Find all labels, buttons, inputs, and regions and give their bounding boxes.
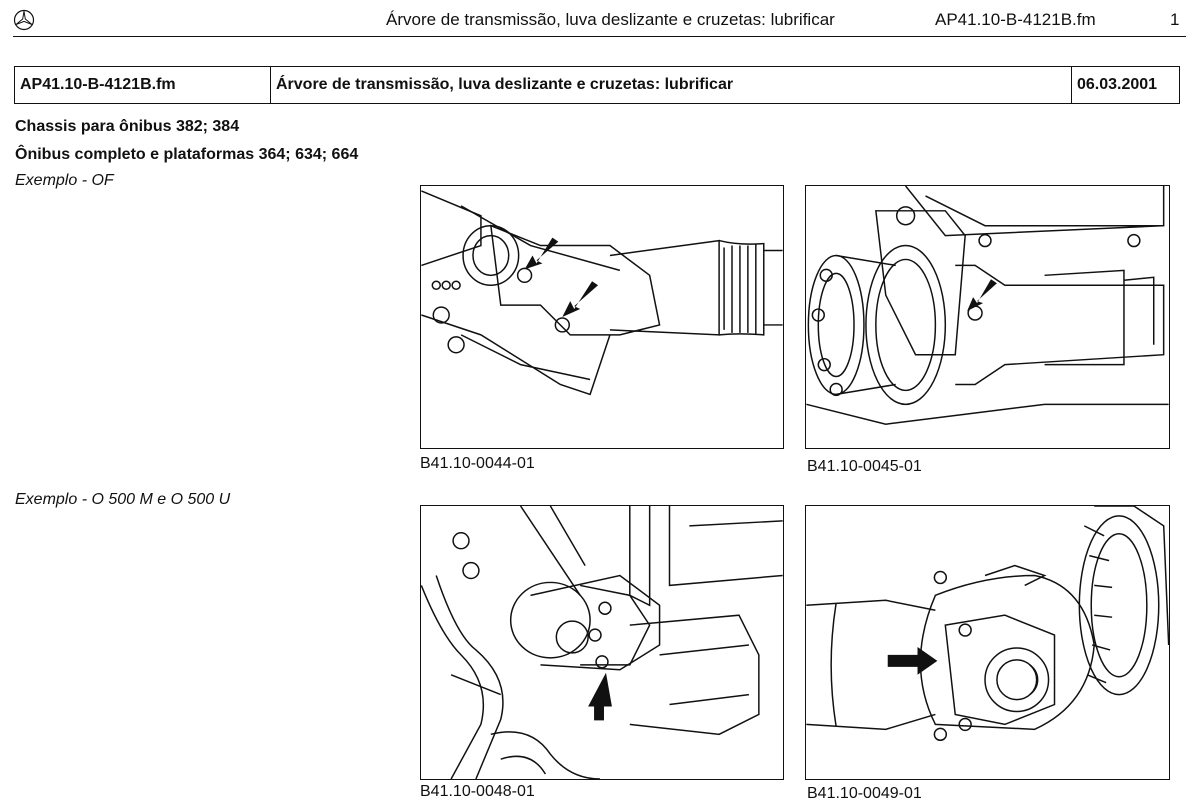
doc-code-cell: AP41.10-B-4121B.fm — [14, 66, 271, 104]
document-meta-table: AP41.10-B-4121B.fm Árvore de transmissão… — [14, 66, 1180, 104]
applicability-chassis: Chassis para ônibus 382; 384 — [15, 118, 240, 135]
figure-driveshaft-o500-1 — [420, 505, 784, 780]
figure-driveshaft-o500-2 — [805, 505, 1170, 780]
figure-caption: B41.10-0049-01 — [807, 785, 922, 802]
figure-driveshaft-of-1 — [420, 185, 784, 449]
figure-caption: B41.10-0048-01 — [420, 783, 535, 800]
section-label-o500: Exemplo - O 500 M e O 500 U — [15, 491, 231, 508]
doc-date-cell: 06.03.2001 — [1071, 66, 1180, 104]
universal-joint-illustration — [421, 506, 783, 779]
page-number: 1 — [1170, 10, 1180, 29]
mercedes-star-icon — [13, 9, 35, 31]
figure-caption: B41.10-0045-01 — [807, 458, 922, 475]
table-row: AP41.10-B-4121B.fm Árvore de transmissão… — [14, 66, 1180, 104]
figure-caption: B41.10-0044-01 — [420, 455, 535, 472]
header-title: Árvore de transmissão, luva deslizante e… — [386, 10, 835, 29]
applicability-bodies: Ônibus completo e plataformas 364; 634; … — [15, 146, 359, 163]
header-doc-code: AP41.10-B-4121B.fm — [935, 10, 1096, 29]
figure-driveshaft-of-2 — [805, 185, 1170, 449]
section-label-of: Exemplo - OF — [15, 172, 114, 189]
center-bearing-illustration — [806, 186, 1169, 425]
cross-joint-illustration — [806, 506, 1169, 742]
driveshaft-illustration — [421, 190, 783, 396]
doc-title-cell: Árvore de transmissão, luva deslizante e… — [270, 66, 1072, 104]
header-rule — [13, 36, 1186, 37]
